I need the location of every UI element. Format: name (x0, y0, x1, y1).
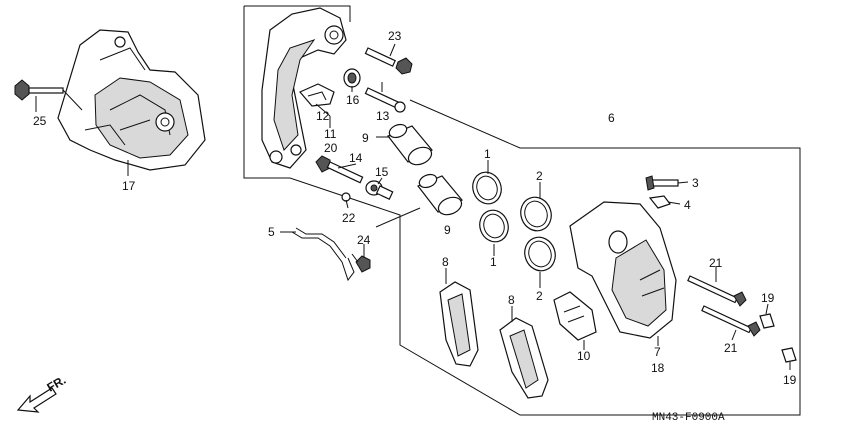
callout-20: 20 (324, 141, 338, 155)
callout-18: 18 (651, 361, 665, 375)
callout-12: 12 (316, 109, 330, 123)
pad-spring-5 (291, 227, 355, 282)
bushing-15 (365, 180, 394, 200)
bolt-25 (14, 79, 83, 111)
callout-22: 22 (342, 211, 356, 225)
leader-lines (35, 43, 791, 370)
callout-23: 23 (388, 29, 402, 43)
bolt-21-lower (701, 305, 761, 337)
front-direction-indicator: FR. (16, 373, 68, 413)
pad-retainer-12 (299, 83, 335, 107)
piston-9-upper (387, 123, 433, 166)
cap-19-upper (759, 313, 775, 329)
brake-pad-8-right (499, 317, 549, 399)
callout-2-upper: 2 (536, 169, 543, 183)
bleeder-valve-3 (645, 175, 679, 191)
callout-10: 10 (577, 349, 591, 363)
callout-5: 5 (268, 225, 275, 239)
bolt-23 (364, 47, 413, 75)
callout-17: 17 (122, 179, 136, 193)
callout-2-lower: 2 (536, 289, 543, 303)
callout-8-right: 8 (508, 293, 515, 307)
diagram-code: MN43-F0900A (652, 412, 725, 424)
piston-9-lower (417, 173, 463, 216)
bolt-24 (351, 253, 371, 273)
callout-19-lower: 19 (783, 373, 797, 387)
callout-9-lower: 9 (444, 223, 451, 237)
front-arrow-icon (16, 387, 57, 413)
dust-seal-2-lower (524, 236, 556, 272)
callout-11: 11 (324, 127, 337, 141)
assembly-outline (243, 5, 801, 416)
callout-9-upper: 9 (362, 131, 369, 145)
callout-6: 6 (608, 111, 615, 125)
callout-24: 24 (357, 233, 371, 247)
dust-seal-2-upper (520, 196, 552, 232)
piston-seal-1-lower (479, 209, 509, 243)
callout-25: 25 (33, 114, 47, 128)
callout-7: 7 (654, 345, 661, 359)
cap-19-lower (781, 347, 797, 363)
pin-13 (364, 87, 406, 113)
callout-1-upper: 1 (484, 147, 491, 161)
callout-8-left: 8 (442, 255, 449, 269)
pad-shim-10 (553, 291, 597, 341)
callout-3: 3 (692, 176, 699, 190)
caliper-bracket-11 (261, 7, 347, 169)
callout-13: 13 (376, 109, 390, 123)
callout-19-upper: 19 (761, 291, 775, 305)
caliper-body-7 (569, 201, 677, 339)
brake-pad-8-left (439, 281, 479, 367)
callout-15: 15 (375, 165, 389, 179)
bolt-21-upper (687, 275, 747, 307)
callout-4: 4 (684, 198, 691, 212)
bleeder-cap-4 (648, 195, 671, 209)
callout-14: 14 (349, 151, 363, 165)
callout-1-lower: 1 (490, 255, 497, 269)
piston-seal-1-upper (472, 171, 502, 205)
callout-labels: 25 17 12 11 20 16 23 13 9 9 14 15 22 5 2… (33, 29, 797, 387)
caliper-assembly-17 (57, 29, 206, 171)
callout-21-upper: 21 (709, 256, 723, 270)
callout-21-lower: 21 (724, 341, 738, 355)
boot-16 (343, 68, 361, 88)
callout-16: 16 (346, 93, 360, 107)
